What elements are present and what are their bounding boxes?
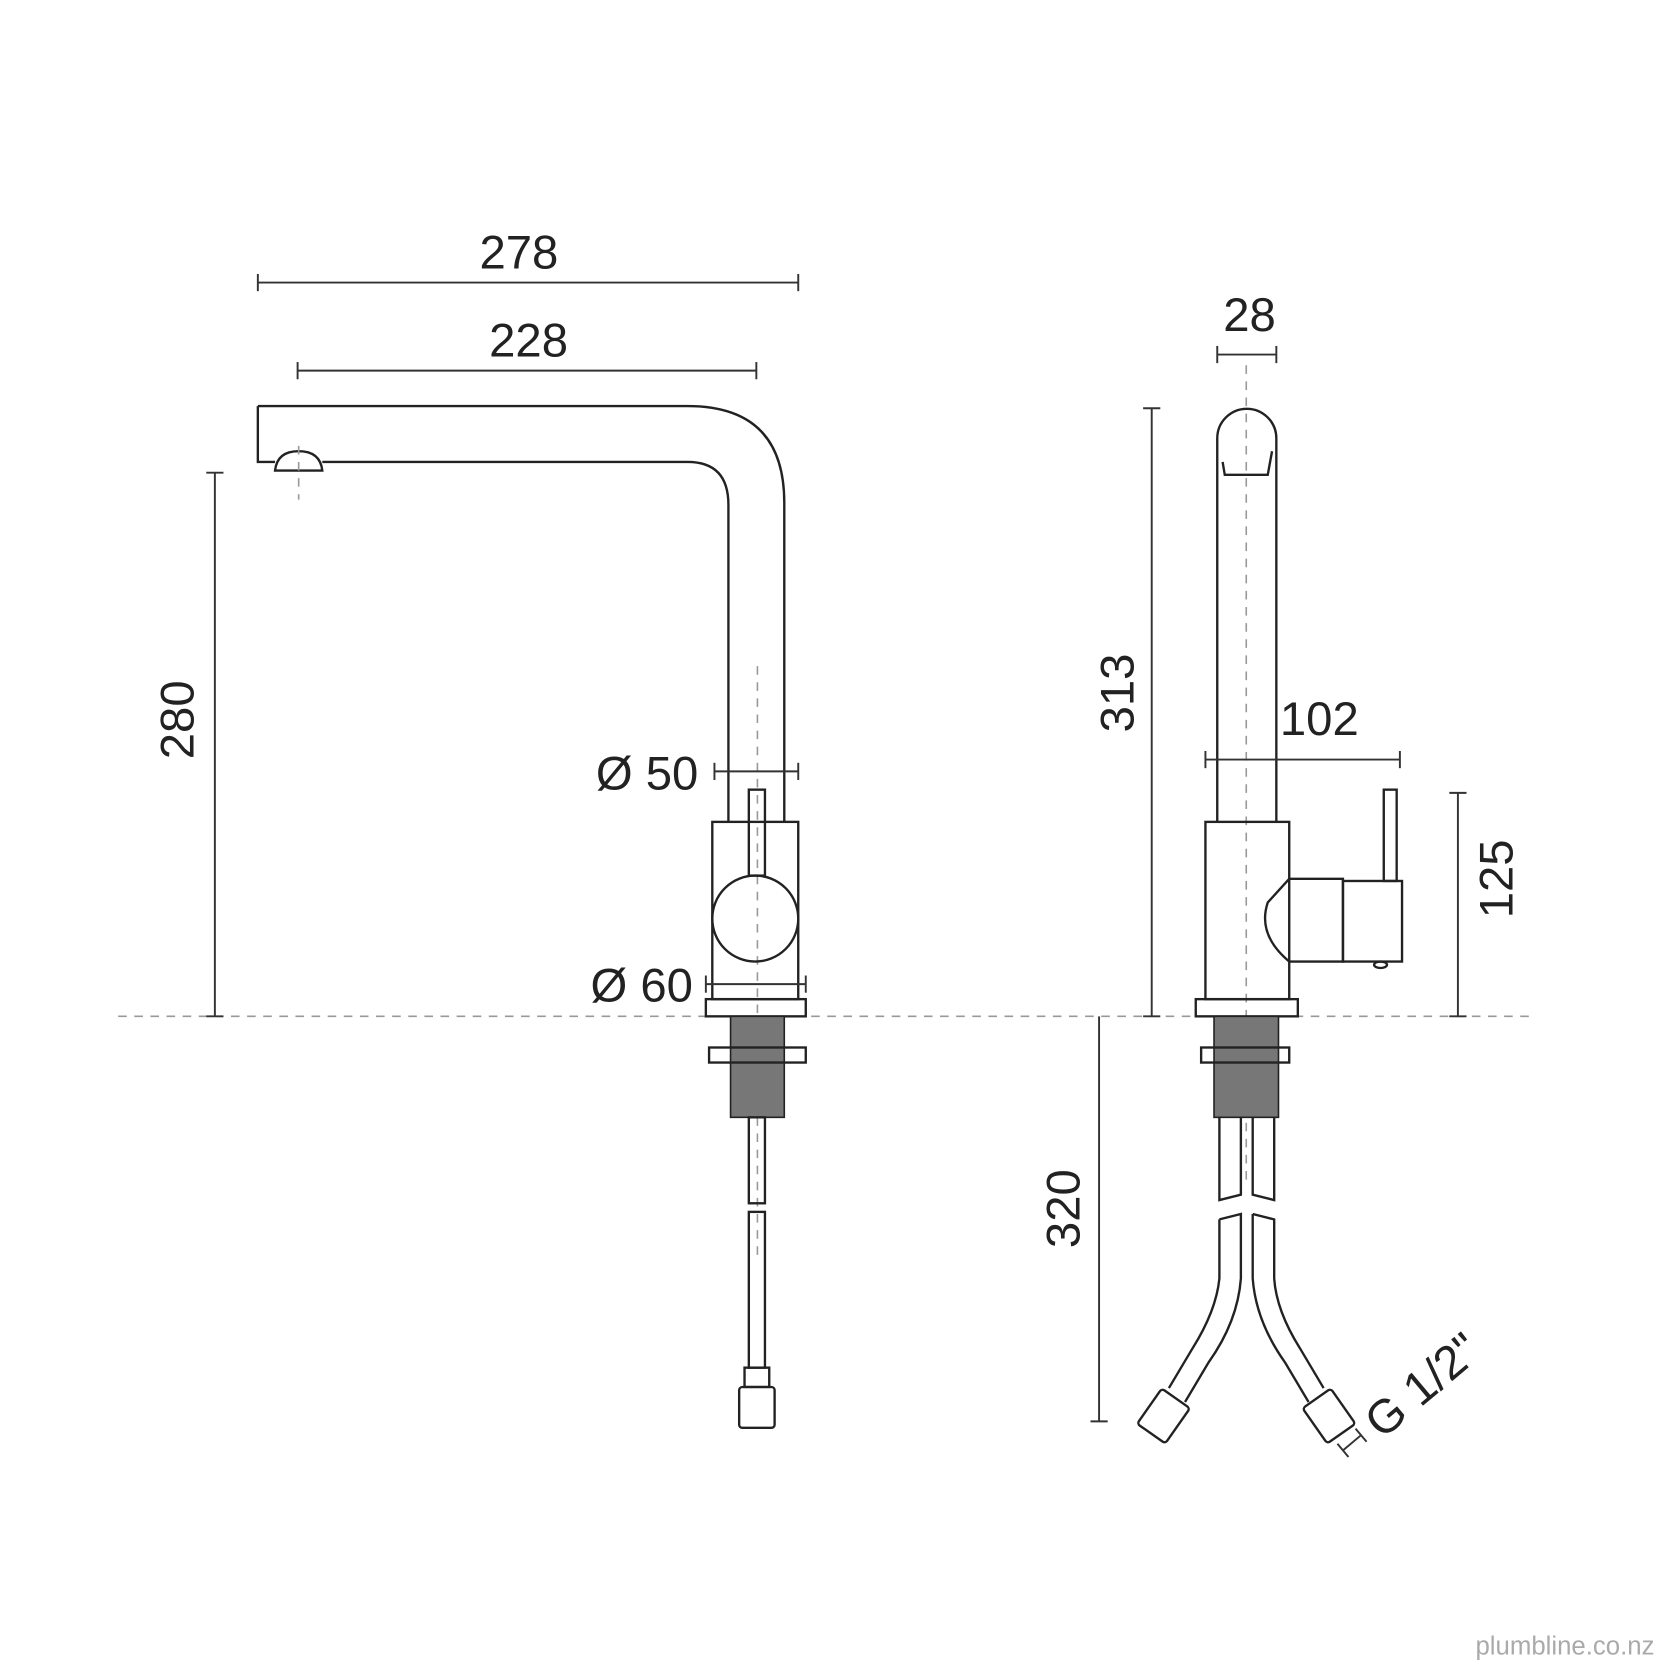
lever	[1382, 788, 1398, 883]
dimension-label: Ø 50	[596, 748, 698, 801]
hose-nut	[1302, 1388, 1356, 1444]
dimension-228: 228	[296, 315, 758, 380]
washer	[1199, 1046, 1291, 1064]
dimension-320: 320	[1038, 1016, 1108, 1423]
hose-nut	[737, 1385, 776, 1430]
front-view: 278 228 280 Ø 50 Ø 60	[151, 227, 807, 1430]
dimension-label: 102	[1280, 693, 1359, 746]
dimension-label: 280	[151, 680, 204, 759]
dimension-313: 313	[1091, 407, 1161, 1018]
threaded-shank	[1213, 1015, 1280, 1119]
dimension-125: 125	[1449, 791, 1524, 1018]
dimension-label: G 1/2"	[1355, 1323, 1490, 1449]
base-plate	[704, 997, 807, 1018]
washer	[707, 1046, 807, 1064]
hose-ferrule	[743, 1366, 771, 1389]
dimension-label: 228	[489, 315, 568, 368]
dimension-102: 102	[1204, 693, 1401, 769]
dimension-label: 313	[1091, 654, 1144, 733]
dimension-diameter-60: Ø 60	[590, 959, 807, 1012]
dimension-28: 28	[1216, 289, 1278, 364]
dimension-label: Ø 60	[590, 959, 692, 1012]
hose-nut	[1137, 1388, 1190, 1444]
threaded-shank	[729, 1015, 786, 1119]
watermark: plumbline.co.nz	[1475, 1633, 1654, 1661]
dimension-thread: G 1/2"	[1336, 1323, 1490, 1458]
handle-hub	[711, 874, 800, 963]
dimension-label: 320	[1038, 1169, 1091, 1248]
dimension-label: 278	[479, 227, 558, 280]
spout-column	[1216, 407, 1278, 822]
tap-body	[1204, 820, 1291, 1001]
dimension-label: 28	[1223, 289, 1276, 342]
dimension-diameter-50: Ø 50	[596, 748, 800, 801]
side-view: 28 313 102 125 320	[1038, 289, 1524, 1458]
hoses	[1137, 1117, 1356, 1444]
handle-hub	[1263, 877, 1345, 963]
spout	[256, 404, 786, 822]
dimension-278: 278	[256, 227, 800, 292]
dimension-label: 125	[1471, 839, 1524, 918]
dimension-280: 280	[151, 471, 224, 1018]
handle-block	[1341, 879, 1404, 963]
tap-body	[711, 820, 800, 1001]
hose-upper	[747, 1116, 767, 1205]
